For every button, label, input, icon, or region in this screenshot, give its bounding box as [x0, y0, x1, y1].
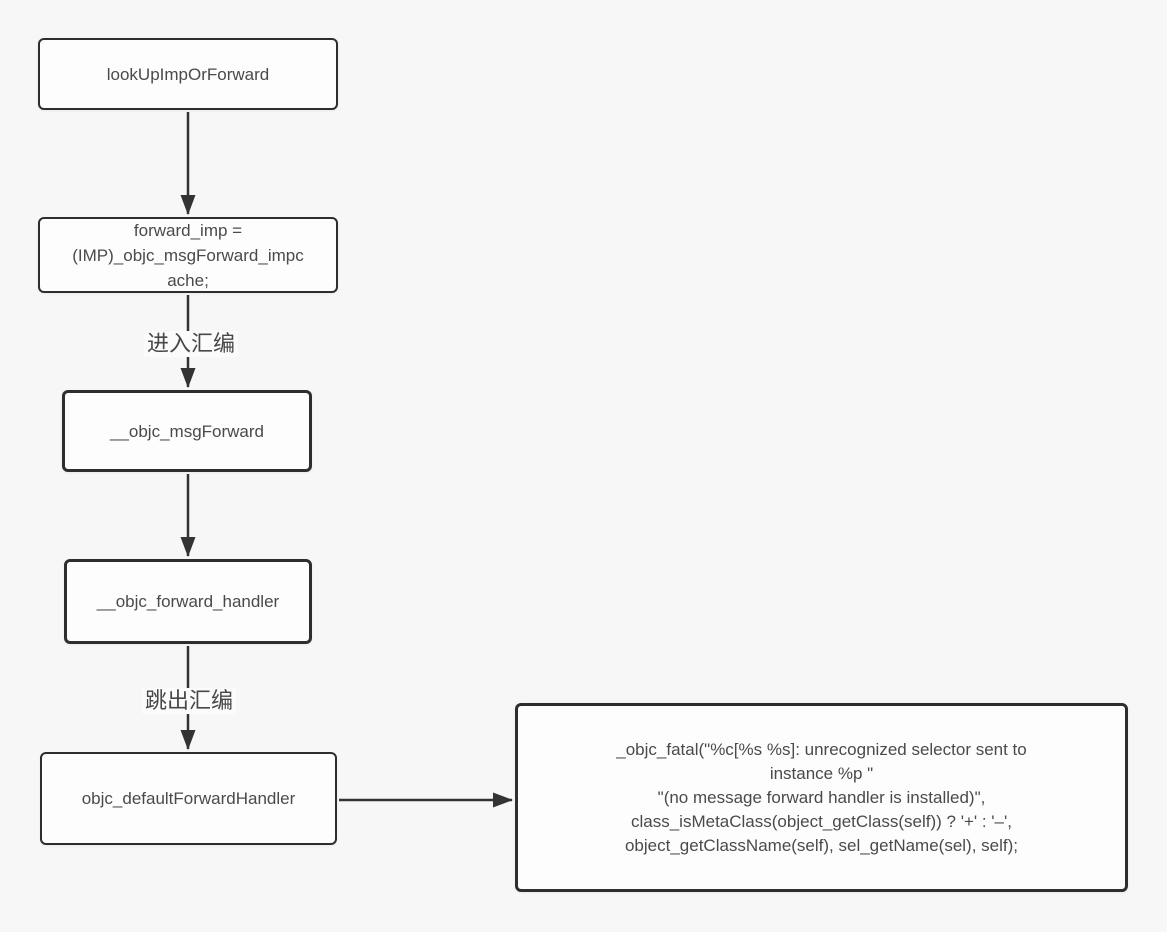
- code-line: class_isMetaClass(object_getClass(self))…: [631, 811, 1012, 831]
- code-line: object_getClassName(self), sel_getName(s…: [624, 835, 1019, 855]
- node-label-line: (IMP)_objc_msgForward_impc: [72, 245, 304, 265]
- flow-node-objc-defaultForwardHandler: objc_defaultForwardHandler: [40, 752, 337, 845]
- flow-node-forward-imp-assignment: forward_imp = (IMP)_objc_msgForward_impc…: [38, 217, 338, 293]
- code-line: "(no message forward handler is installe…: [657, 787, 986, 807]
- node-label: __objc_forward_handler: [96, 592, 280, 611]
- edge-label-enter-assembly: 进入汇编: [143, 331, 239, 357]
- node-label: lookUpImpOrForward: [106, 64, 270, 84]
- edge-label-exit-assembly: 跳出汇编: [141, 688, 237, 714]
- node-label-line: forward_imp =: [133, 220, 243, 240]
- flow-node-objc-msgForward: __objc_msgForward: [62, 390, 312, 472]
- code-line: instance %p ": [769, 763, 874, 783]
- node-label: __objc_msgForward: [109, 421, 264, 441]
- code-line: _objc_fatal("%c[%s %s]: unrecognized sel…: [616, 739, 1027, 759]
- node-label-line: ache;: [167, 270, 209, 290]
- flow-node-objc-fatal-code: _objc_fatal("%c[%s %s]: unrecognized sel…: [515, 703, 1128, 892]
- flow-node-objc-forward-handler: __objc_forward_handler: [64, 559, 312, 644]
- node-label: objc_defaultForwardHandler: [81, 789, 296, 808]
- flow-node-lookUpImpOrForward: lookUpImpOrForward: [38, 38, 338, 110]
